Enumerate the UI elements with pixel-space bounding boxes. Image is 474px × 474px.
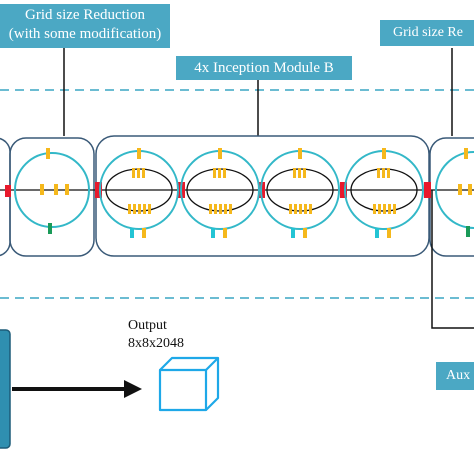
output-arrowhead xyxy=(124,380,142,398)
label-inception-module-b: 4x Inception Module B xyxy=(176,56,352,80)
auxiliary-branch-line xyxy=(431,190,474,329)
inception-b-module-1 xyxy=(99,148,179,238)
concat-marker xyxy=(424,182,431,198)
inception-b-module-4 xyxy=(344,148,424,238)
pool-marker-green xyxy=(48,223,52,234)
grid-reduction-1-line1: Grid size Reduction xyxy=(25,7,145,23)
conv-marker xyxy=(65,184,69,195)
output-cube-icon xyxy=(158,356,220,412)
pool-marker-green xyxy=(466,226,470,237)
label-grid-size-reduction-2: Grid size Re xyxy=(380,20,474,46)
label-auxiliary: Aux xyxy=(436,362,474,390)
final-layer-block xyxy=(0,329,11,449)
output-shape: 8x8x2048 xyxy=(128,336,184,351)
ring-grid-reduction-2 xyxy=(435,151,474,229)
grid-reduction-1-line2: (with some modification) xyxy=(8,26,162,42)
conv-marker xyxy=(468,184,472,195)
concat-marker xyxy=(340,182,347,198)
module-grid-reduction-1 xyxy=(9,137,95,257)
concat-marker xyxy=(95,182,102,198)
aux-text: Aux xyxy=(446,368,471,383)
conv-marker xyxy=(54,184,58,195)
label-grid-size-reduction-1: Grid size Reduction (with some modificat… xyxy=(0,4,170,48)
conv-marker xyxy=(40,184,44,195)
grid-reduction-2-text: Grid size Re xyxy=(393,25,463,40)
conv-marker xyxy=(458,184,462,195)
conv-marker xyxy=(46,148,50,159)
inception-b-module-3 xyxy=(260,148,340,238)
output-title: Output xyxy=(128,318,167,333)
inception-b-module-2 xyxy=(180,148,260,238)
concat-marker xyxy=(5,185,11,197)
conv-marker xyxy=(464,148,468,159)
inception-b-text: 4x Inception Module B xyxy=(194,60,334,76)
